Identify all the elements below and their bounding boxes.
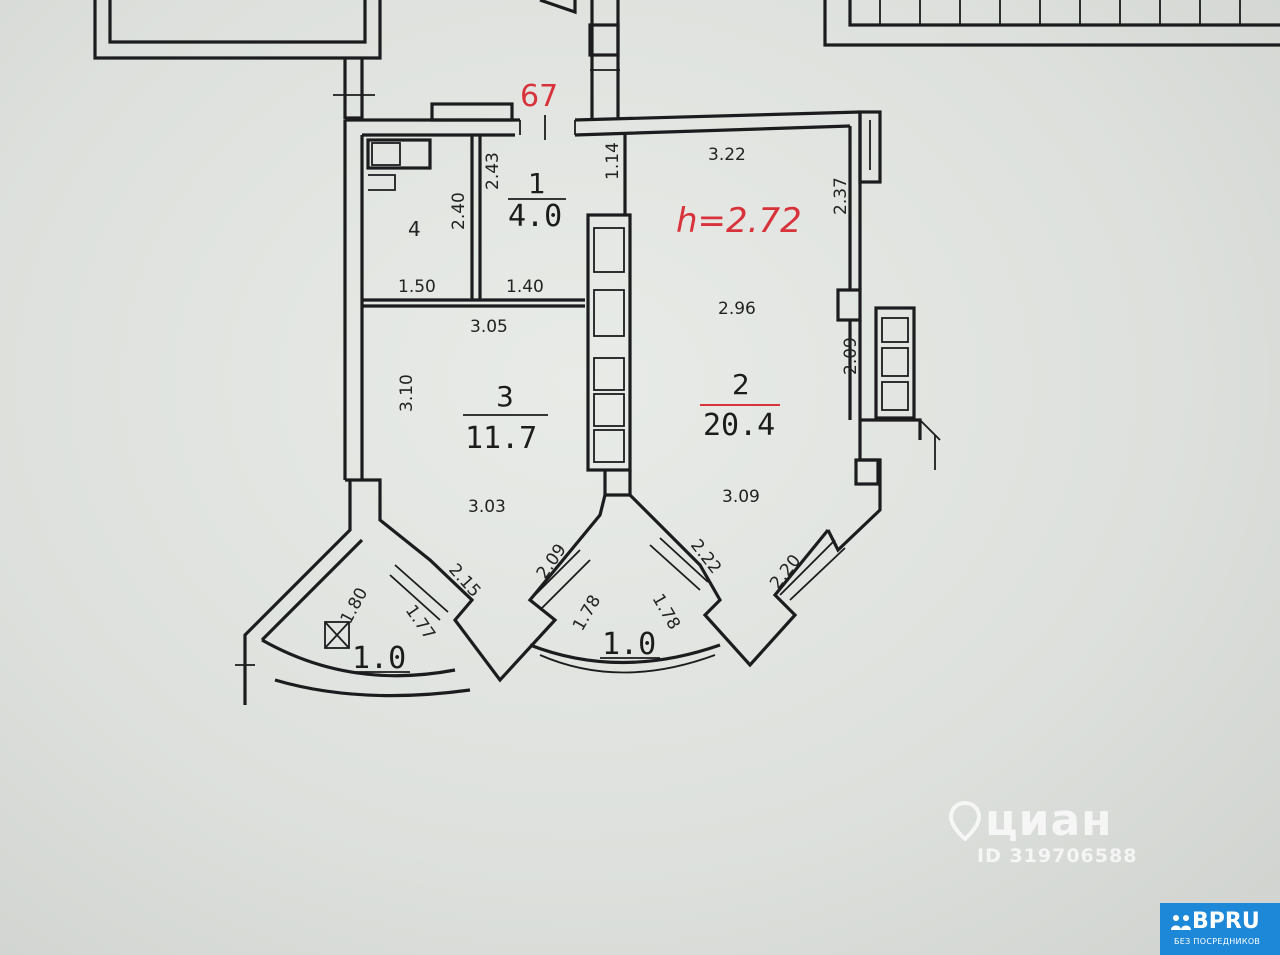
apartment-walls bbox=[343, 102, 941, 553]
dim-2-43: 2.43 bbox=[483, 152, 503, 190]
interior-walls bbox=[362, 135, 632, 497]
dim-1-80: 1.80 bbox=[337, 585, 372, 628]
dim-1-50: 1.50 bbox=[398, 277, 436, 297]
dim-1-78-a: 1.78 bbox=[569, 592, 605, 635]
people-icon bbox=[1171, 915, 1191, 930]
ceiling-height-label: h=2.72 bbox=[676, 201, 802, 241]
room-1-area: 4.0 bbox=[508, 199, 562, 234]
dim-3-05: 3.05 bbox=[470, 317, 508, 337]
dim-1-77: 1.77 bbox=[401, 601, 439, 643]
dim-2-09-right: 2.09 bbox=[841, 337, 861, 375]
dim-3-09: 3.09 bbox=[722, 487, 760, 507]
badge-name: BPRU bbox=[1192, 909, 1260, 934]
dim-2-20: 2.20 bbox=[766, 551, 805, 593]
balcony-walls bbox=[235, 478, 846, 705]
dim-3-22: 3.22 bbox=[708, 145, 746, 165]
dim-2-96: 2.96 bbox=[718, 299, 756, 319]
corridor-label: 67 bbox=[520, 79, 558, 114]
neighbor-walls bbox=[93, 0, 1280, 120]
room-3-number: 3 bbox=[496, 380, 514, 413]
dim-1-14: 1.14 bbox=[603, 142, 623, 180]
balcony-right-area: 1.0 bbox=[602, 627, 656, 662]
bpru-badge[interactable]: BPRU БЕЗ ПОСРЕДНИКОВ bbox=[1160, 903, 1280, 955]
dim-2-09-mid: 2.09 bbox=[533, 540, 571, 582]
room-3-area: 11.7 bbox=[465, 421, 537, 456]
badge-subtitle: БЕЗ ПОСРЕДНИКОВ bbox=[1174, 937, 1261, 946]
room-4-number: 4 bbox=[408, 217, 421, 241]
balcony-left-area: 1.0 bbox=[352, 641, 406, 676]
location-pin-icon bbox=[948, 801, 982, 841]
dim-2-40: 2.40 bbox=[449, 192, 469, 230]
cian-watermark: циан ID 319706588 bbox=[945, 795, 1175, 875]
watermark-listing-id: ID 319706588 bbox=[977, 845, 1138, 867]
watermark-brand: циан bbox=[985, 795, 1113, 846]
dim-2-37: 2.37 bbox=[831, 177, 851, 215]
dim-1-40: 1.40 bbox=[506, 277, 544, 297]
dim-3-03: 3.03 bbox=[468, 497, 506, 517]
room-2-number: 2 bbox=[732, 368, 750, 401]
room-2-area: 20.4 bbox=[703, 408, 775, 443]
dim-3-10: 3.10 bbox=[397, 374, 417, 412]
room-1-number: 1 bbox=[528, 167, 546, 200]
